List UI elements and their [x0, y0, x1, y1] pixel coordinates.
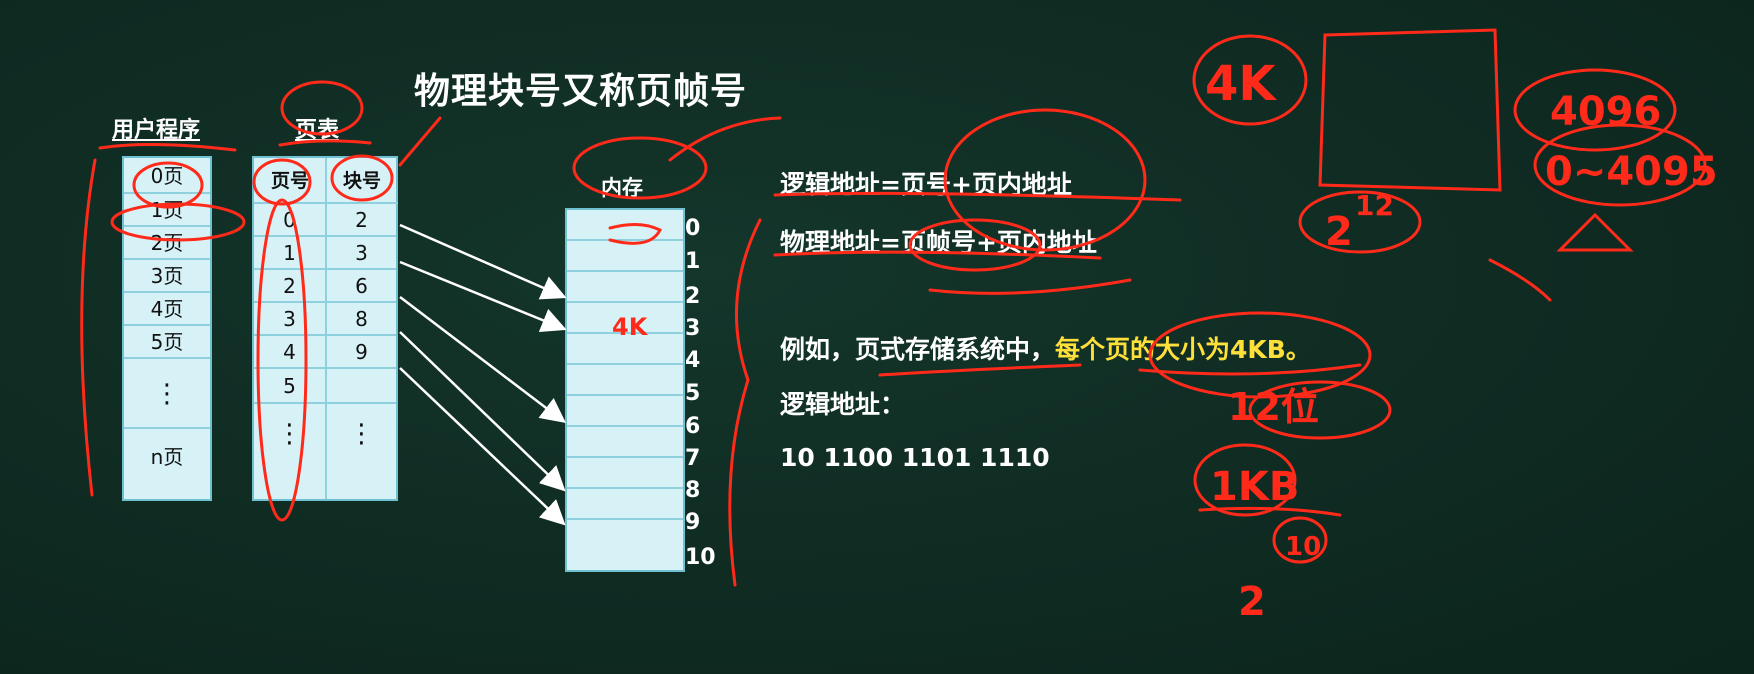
page-number-cell: 1: [254, 237, 325, 270]
memory-block-mark: 4K: [612, 313, 649, 341]
user-page-cell: 5页: [124, 326, 210, 359]
memory-block: [567, 489, 683, 520]
arrow-page0: [399, 223, 567, 300]
memory-index: 6: [685, 414, 701, 439]
user-page-cell: 4页: [124, 293, 210, 326]
arrow-page1: [399, 260, 567, 333]
page-number-cell: ⋮: [276, 419, 303, 449]
ink-1kb: 1KB: [1210, 464, 1299, 510]
block-number-cell: [327, 369, 396, 404]
mapping-arrows: [399, 223, 567, 526]
page-table: 页号 块号 0 1 2 3 4 5 ⋮ 2 3 6 8 9 ⋮: [252, 156, 398, 501]
user-page-cell: 1页: [124, 194, 210, 227]
block-number-cell: 9: [327, 336, 396, 369]
ink-range: 0~4095: [1545, 149, 1718, 195]
memory-index: 7: [685, 446, 701, 471]
user-program-label: 用户程序: [112, 118, 201, 143]
block-number-cell: 8: [327, 303, 396, 336]
memory-block: [567, 458, 683, 489]
ink-ten: 10: [1285, 532, 1321, 562]
memory-index: 10: [685, 545, 716, 570]
memory-block: [567, 210, 683, 241]
memory-index: 2: [685, 284, 701, 309]
user-page-cell: 3页: [124, 260, 210, 293]
block-number-cell: 3: [327, 237, 396, 270]
ink-4096: 4096: [1550, 89, 1661, 135]
memory-column: [565, 208, 685, 572]
arrow-page3: [399, 331, 566, 492]
arrow-page4: [399, 367, 566, 526]
memory-block: [567, 396, 683, 427]
memory-block: [567, 303, 683, 334]
user-program-column: 0页 1页 2页 3页 4页 5页 ⋮ n页: [122, 156, 212, 501]
block-number-cell: 6: [327, 270, 396, 303]
page-number-cell: 5: [254, 369, 325, 404]
ink-12: 12: [1355, 189, 1394, 222]
block-number-cell: ⋮: [348, 419, 375, 449]
memory-block: [567, 334, 683, 365]
ink-two: 2: [1238, 579, 1266, 625]
memory-index: 9: [685, 510, 701, 535]
user-page-cell: 2页: [124, 227, 210, 260]
memory-index: 8: [685, 478, 701, 503]
memory-index: 5: [685, 381, 701, 406]
block-number-cell: 2: [327, 204, 396, 237]
page-size-highlight: 每个页的大小为4KB。: [1055, 335, 1311, 364]
example-prefix: 例如，页式存储系统中，: [780, 335, 1056, 364]
memory-block: [567, 241, 683, 272]
block-number-header: 块号: [326, 158, 398, 204]
memory-block: [567, 365, 683, 396]
red-ink-text: 4K 4K 4096 0~4095 2 12 12位 1KB 2 10: [612, 56, 1718, 625]
ink-12-bits: 12位: [1228, 385, 1319, 429]
user-page-cell: n页: [150, 445, 184, 469]
memory-index: 1: [685, 249, 701, 274]
binary-address: 10 1100 1101 1110: [780, 443, 1050, 472]
memory-index: 0: [685, 216, 701, 241]
slide-title: 物理块号又称页帧号: [414, 71, 748, 112]
logical-address-label: 逻辑地址：: [780, 390, 906, 419]
user-page-cell: 0页: [124, 158, 210, 194]
arrow-page2: [399, 296, 566, 424]
ink-2: 2: [1325, 209, 1353, 255]
page-table-divider: [325, 158, 327, 499]
memory-block: [567, 272, 683, 303]
page-number-cell: 3: [254, 303, 325, 336]
memory-block: [567, 427, 683, 458]
example-sentence: 例如，页式存储系统中，每个页的大小为4KB。: [780, 330, 1311, 366]
memory-index: 3: [685, 316, 701, 341]
page-number-cell: 2: [254, 270, 325, 303]
memory-index: 4: [685, 348, 701, 373]
ink-4k: 4K: [1205, 56, 1277, 112]
red-ink-marks: [80, 28, 1707, 587]
user-page-cell: ⋮: [124, 359, 210, 429]
page-number-cell: 4: [254, 336, 325, 369]
